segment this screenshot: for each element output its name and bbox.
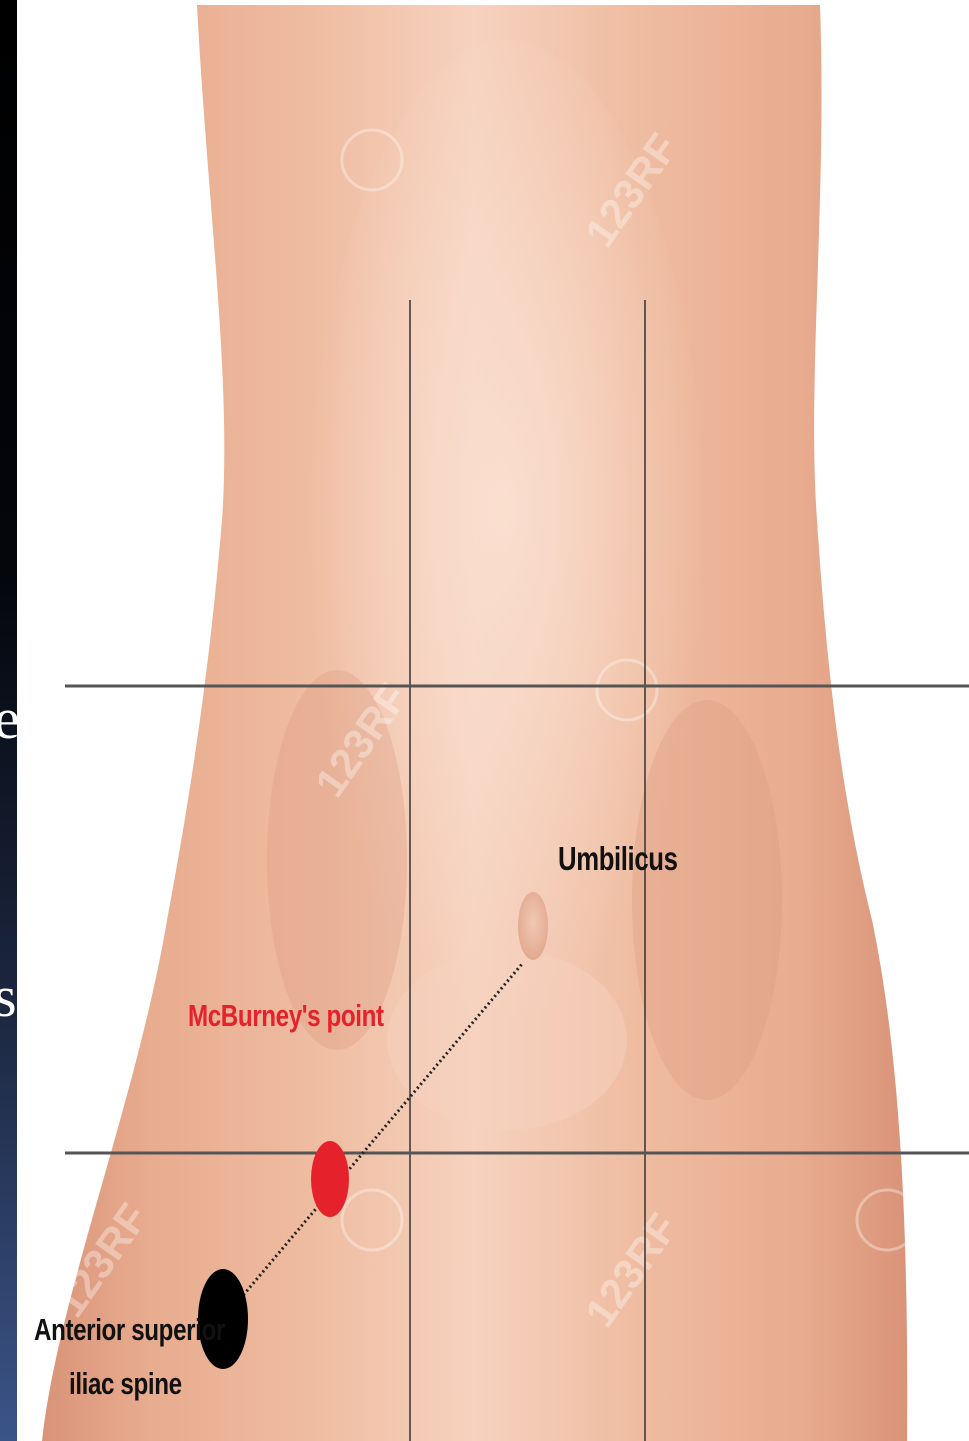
abdomen-diagram-svg: 123RF 123RF 123RF 123RF 123RF 123RF <box>17 0 969 1441</box>
svg-text:123RF: 123RF <box>46 135 157 265</box>
muscle-shade <box>387 950 627 1130</box>
umbilicus-label: Umbilicus <box>558 840 677 878</box>
umbilicus-mark <box>518 892 548 960</box>
muscle-shade <box>632 700 782 1100</box>
svg-text:123RF: 123RF <box>836 675 947 805</box>
abdomen-illustration: 123RF 123RF 123RF 123RF 123RF 123RF Umbi… <box>17 0 969 1441</box>
cropped-slide-text: e <box>0 690 17 748</box>
slide-edge-strip: e s <box>0 0 17 1441</box>
mcburney-point-marker <box>311 1141 349 1217</box>
mcburney-point-label: McBurney's point <box>188 998 384 1034</box>
cropped-slide-text: s <box>0 968 17 1026</box>
asis-label-line2: iliac spine <box>69 1366 182 1402</box>
asis-label-line1: Anterior superior <box>34 1312 225 1348</box>
